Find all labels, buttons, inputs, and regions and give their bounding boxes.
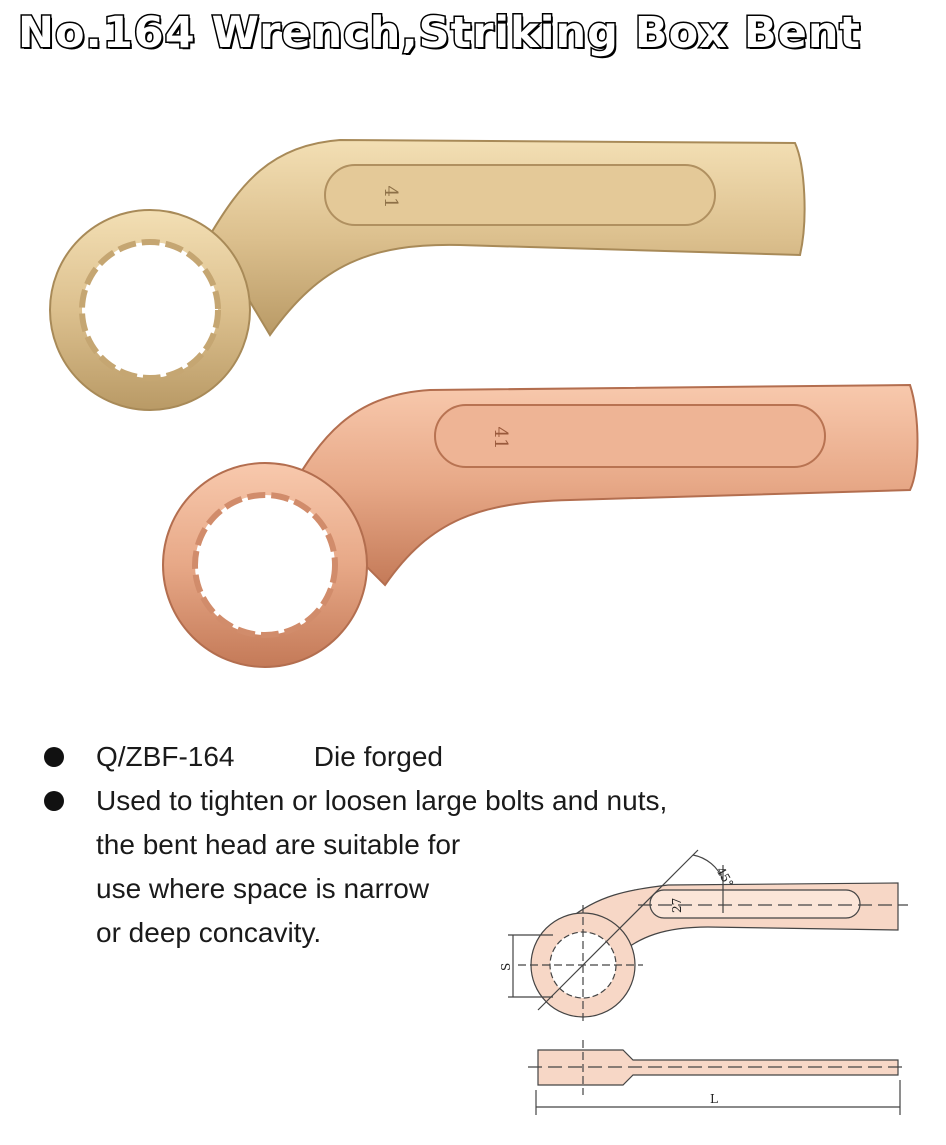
description-line: use where space is narrow [96,873,430,904]
spec-process: Die forged [313,741,443,772]
spec-item-description: Used to tighten or loosen large bolts an… [40,779,780,955]
description-line: Used to tighten or loosen large bolts an… [96,785,668,816]
dimension-diagram: 45° 27 S L [499,849,908,1115]
spec-list: Q/ZBF-164 Die forged Used to tighten or … [40,735,780,955]
page-title: No.164 Wrench,Striking Box Bent [17,7,862,60]
bullet-icon [44,791,64,811]
copper-wrench-image: 41 [162,383,919,668]
length-label: L [710,1092,718,1106]
spec-code: Q/ZBF-164 [96,741,235,772]
opening-label: S [499,963,513,971]
description-line: the bent head are suitable for [96,829,461,860]
copper-size-marking: 41 [490,427,511,450]
gold-wrench-image: 41 [49,138,806,411]
description-line: or deep concavity. [96,917,322,948]
spec-item-code: Q/ZBF-164 Die forged [40,735,780,779]
width-label: 27 [670,898,684,913]
bullet-icon [44,747,64,767]
gold-size-marking: 41 [380,186,401,209]
